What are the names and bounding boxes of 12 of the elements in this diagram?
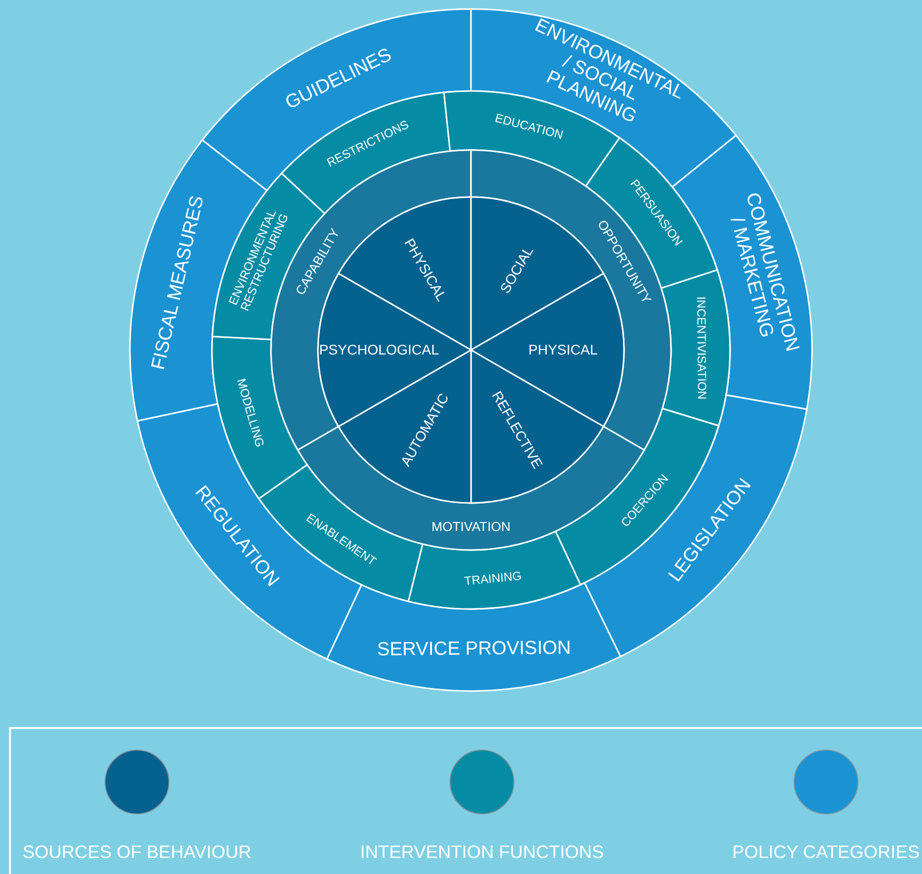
intervention-function-segment [660, 269, 730, 426]
legend-label: POLICY CATEGORIES [732, 842, 920, 863]
legend-label: INTERVENTION FUNCTIONS [360, 842, 604, 863]
segment-label: TRAINING [462, 568, 524, 590]
segment-label: SERVICE PROVISION [376, 638, 572, 662]
legend-label: SOURCES OF BEHAVIOUR [22, 842, 252, 863]
segment-label: PSYCHOLOGICAL [319, 342, 439, 358]
segment-label: MOTIVATION [430, 520, 512, 534]
policy-category-segment [202, 8, 472, 192]
segment-label: PHYSICAL [527, 342, 599, 358]
intervention-function-segment [408, 530, 582, 610]
segment-label: INCENTIVISATION [694, 295, 708, 402]
